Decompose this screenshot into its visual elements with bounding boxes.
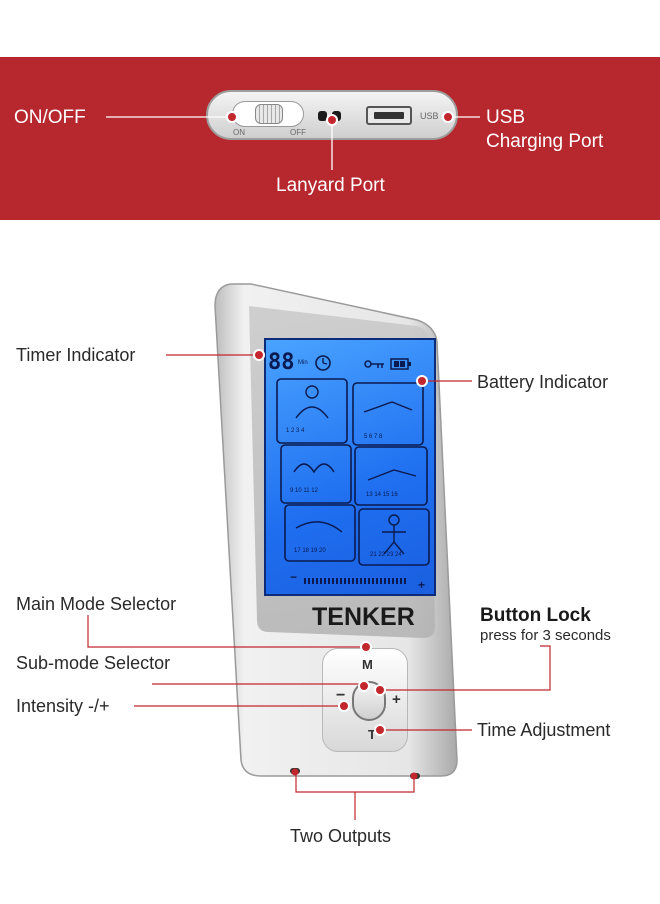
timer-digits: 88 xyxy=(268,350,295,375)
btn-minus-label: − xyxy=(336,687,346,704)
mode-5-knead-icon[interactable] xyxy=(284,504,356,562)
mode-number-row: 9 10 11 12 xyxy=(290,488,318,494)
mode-number-row: 21 22 23 24 xyxy=(370,552,402,558)
usb-port-slot xyxy=(374,112,404,119)
time-adjustment-label: Time Adjustment xyxy=(477,720,611,740)
usb-label-line1: USB xyxy=(486,107,526,128)
bar-plus: + xyxy=(418,578,426,592)
brand-logo: TENKER xyxy=(312,603,415,631)
mode-number-row: 1 2 3 4 xyxy=(286,428,305,434)
on-off-label: ON/OFF xyxy=(14,107,86,128)
two-outputs-label: Two Outputs xyxy=(290,826,392,846)
lcd-screen: 88 Min xyxy=(264,338,436,596)
power-switch-knob[interactable] xyxy=(255,104,283,124)
timer-indicator-label: Timer Indicator xyxy=(16,345,136,365)
btn-m-label: M xyxy=(362,657,373,672)
mode-number-row: 5 6 7 8 xyxy=(364,434,383,440)
timer-unit: Min xyxy=(298,360,308,366)
usb-label-line2: Charging Port xyxy=(486,131,604,152)
btn-t-label: T xyxy=(368,727,376,742)
btn-plus-label: + xyxy=(392,691,401,708)
mode-6-body-icon[interactable] xyxy=(358,508,430,566)
switch-on-text: ON xyxy=(233,128,245,137)
mode-number-row: 13 14 15 16 xyxy=(366,492,398,498)
button-lock-title: Button Lock xyxy=(480,605,591,626)
mode-4-back-icon[interactable] xyxy=(354,446,428,506)
mode-grid xyxy=(266,340,434,594)
battery-icon xyxy=(390,358,411,370)
mode-1-neck-icon[interactable] xyxy=(276,378,348,444)
intensity-label: Intensity -/+ xyxy=(16,696,110,716)
usb-port[interactable] xyxy=(366,106,412,125)
lanyard-port-label: Lanyard Port xyxy=(276,175,385,196)
mode-2-hand-icon[interactable] xyxy=(352,382,424,446)
power-switch[interactable] xyxy=(232,101,304,127)
usb-tiny-text: USB xyxy=(420,111,439,121)
lanyard-hole-right xyxy=(332,111,341,121)
switch-off-text: OFF xyxy=(290,128,306,137)
lanyard-hole-left xyxy=(318,111,327,121)
battery-indicator-label: Battery Indicator xyxy=(477,372,609,392)
main-mode-selector-label: Main Mode Selector xyxy=(16,594,177,614)
mode-number-row: 17 18 19 20 xyxy=(294,548,326,554)
bar-minus: − xyxy=(290,570,298,584)
mode-3-massage-icon[interactable] xyxy=(280,444,352,504)
button-lock-subtitle: press for 3 seconds xyxy=(480,627,611,644)
clock-icon xyxy=(315,355,331,371)
top-leader-lines xyxy=(106,111,480,170)
intensity-bar xyxy=(304,578,408,584)
lock-key-icon xyxy=(364,360,384,368)
sub-mode-selector-label: Sub-mode Selector xyxy=(16,653,171,673)
